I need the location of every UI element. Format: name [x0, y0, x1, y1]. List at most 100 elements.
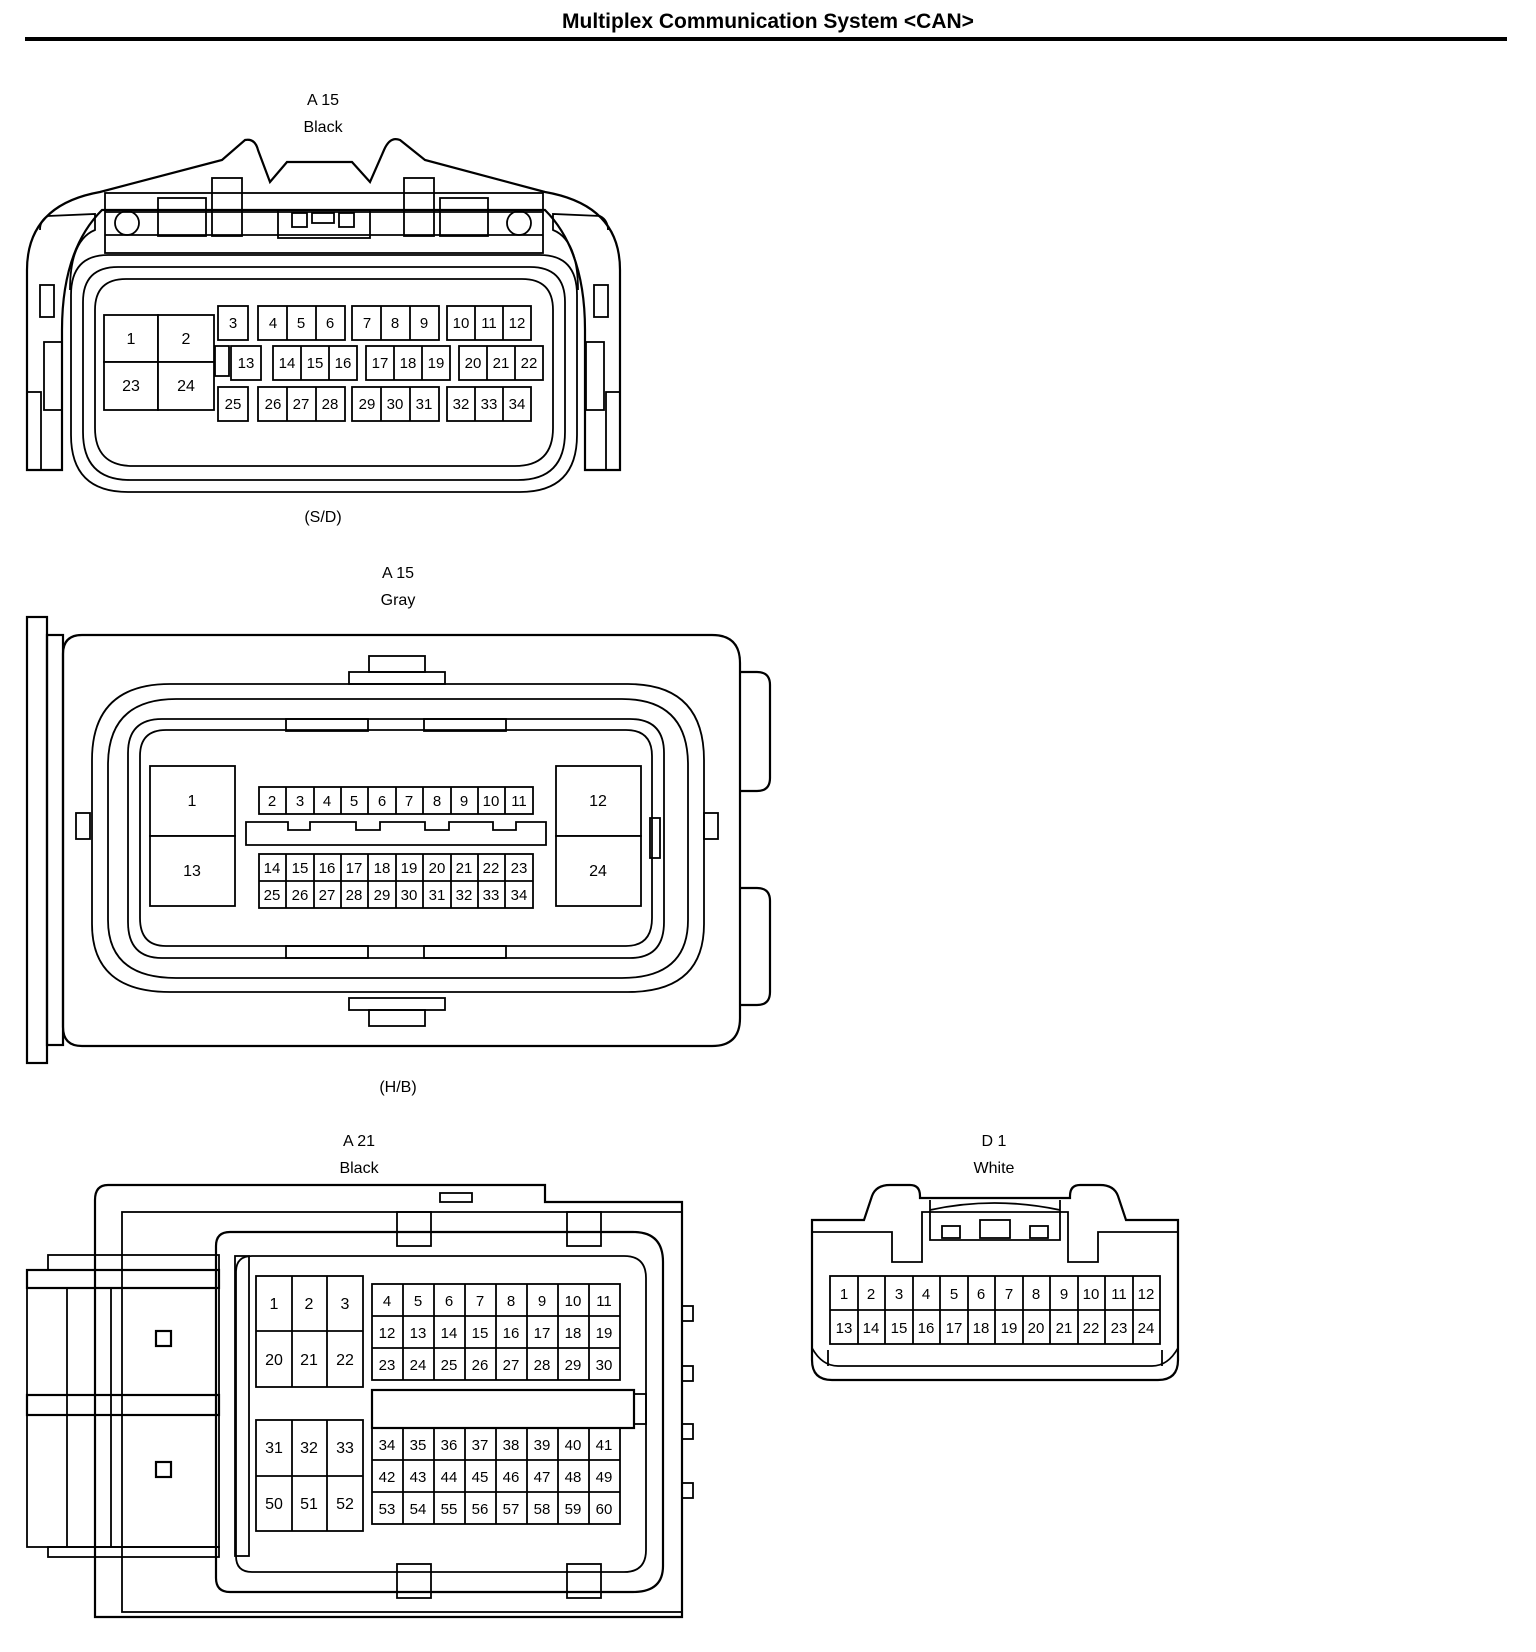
- pin-label: 18: [400, 355, 417, 372]
- pin-label: 44: [441, 1469, 458, 1486]
- pin-label: 24: [177, 378, 195, 395]
- pin-label: 16: [319, 860, 336, 877]
- connector-housing: [810, 1183, 1180, 1382]
- connector-a21-black: A 21 Black: [25, 1133, 694, 1619]
- pin-block: 1 2 3 4 5 6 7 8 9 10 11 12 13 14 15 16 1…: [829, 1275, 1161, 1345]
- pin-label: 30: [596, 1357, 613, 1374]
- connector-color: Black: [303, 119, 343, 136]
- pin-label: 14: [264, 860, 281, 877]
- pin-label: 30: [387, 396, 404, 413]
- pin-label: 47: [534, 1469, 551, 1486]
- pin-label: 4: [269, 315, 277, 332]
- connector-color: Gray: [381, 592, 416, 609]
- pin-label: 16: [918, 1320, 935, 1337]
- pin-label: 46: [503, 1469, 520, 1486]
- pin-label: 19: [596, 1325, 613, 1342]
- pin-label: 35: [410, 1437, 427, 1454]
- pin-label: 29: [359, 396, 376, 413]
- pin-label: 38: [503, 1437, 520, 1454]
- pin-label: 23: [511, 860, 528, 877]
- pin-label: 54: [410, 1501, 427, 1518]
- pin-label: 29: [565, 1357, 582, 1374]
- pin-label: 28: [534, 1357, 551, 1374]
- pin-label: 6: [378, 793, 386, 810]
- pin-label: 11: [511, 793, 527, 810]
- pin-label: 1: [840, 1286, 848, 1303]
- pin-label: 12: [379, 1325, 396, 1342]
- pin-label: 14: [863, 1320, 880, 1337]
- pin-label: 17: [346, 860, 363, 877]
- pin-label: 49: [596, 1469, 613, 1486]
- pin-label: 16: [335, 355, 352, 372]
- pin-label: 11: [1111, 1286, 1127, 1303]
- pin-label: 41: [596, 1437, 613, 1454]
- pin-label: 9: [538, 1293, 546, 1310]
- pin-label: 26: [472, 1357, 489, 1374]
- pin-label: 3: [229, 315, 237, 332]
- pin-label: 25: [225, 396, 242, 413]
- pin-label: 52: [336, 1496, 354, 1513]
- pin-label: 14: [441, 1325, 458, 1342]
- pin-label: 7: [476, 1293, 484, 1310]
- pin-label: 1: [188, 793, 197, 810]
- pin-label: 25: [264, 887, 281, 904]
- pin-label: 5: [414, 1293, 422, 1310]
- pin-label: 13: [238, 355, 255, 372]
- pin-label: 6: [977, 1286, 985, 1303]
- pin-label: 27: [319, 887, 336, 904]
- connector-code: D 1: [982, 1133, 1007, 1150]
- pin-label: 9: [420, 315, 428, 332]
- pin-label: 33: [483, 887, 500, 904]
- pin-label: 22: [1083, 1320, 1100, 1337]
- connector-housing: [25, 138, 622, 493]
- pin-label: 45: [472, 1469, 489, 1486]
- pin-label: 6: [326, 315, 334, 332]
- pin-label: 60: [596, 1501, 613, 1518]
- pin-label: 34: [509, 396, 526, 413]
- pin-label: 3: [341, 1296, 350, 1313]
- pin-label: 10: [483, 793, 500, 810]
- title-rule: [25, 37, 1507, 41]
- connector-color: Black: [339, 1160, 379, 1177]
- pin-label: 11: [481, 315, 497, 332]
- pin-block: 1 13 12 24 2 3 4 5 6 7 8 9 10 11 14 15 1…: [149, 765, 642, 909]
- pin-label: 12: [509, 315, 526, 332]
- pin-label: 5: [950, 1286, 958, 1303]
- pin-label: 13: [836, 1320, 853, 1337]
- pin-label: 48: [565, 1469, 582, 1486]
- pin-label: 20: [265, 1352, 283, 1369]
- pin-label: 1: [270, 1296, 279, 1313]
- pin-label: 30: [401, 887, 418, 904]
- pin-label: 24: [410, 1357, 427, 1374]
- pin-label: 4: [922, 1286, 930, 1303]
- pin-label: 15: [292, 860, 309, 877]
- pin-label: 32: [453, 396, 470, 413]
- pin-label: 2: [305, 1296, 314, 1313]
- pin-label: 3: [296, 793, 304, 810]
- pin-label: 40: [565, 1437, 582, 1454]
- pin-label: 59: [565, 1501, 582, 1518]
- pin-label: 20: [429, 860, 446, 877]
- pin-label: 18: [374, 860, 391, 877]
- pin-label: 18: [973, 1320, 990, 1337]
- pin-label: 19: [401, 860, 418, 877]
- pin-label: 21: [456, 860, 473, 877]
- pin-label: 13: [410, 1325, 427, 1342]
- pin-label: 39: [534, 1437, 551, 1454]
- pin-label: 7: [405, 793, 413, 810]
- pin-label: 34: [379, 1437, 396, 1454]
- connector-d1-white: D 1 White 1: [810, 1133, 1180, 1382]
- pin-label: 34: [511, 887, 528, 904]
- pin-label: 6: [445, 1293, 453, 1310]
- pin-label: 5: [297, 315, 305, 332]
- pin-label: 22: [336, 1352, 354, 1369]
- pin-label: 8: [507, 1293, 515, 1310]
- pin-label: 3: [895, 1286, 903, 1303]
- pin-label: 33: [481, 396, 498, 413]
- pin-label: 1: [127, 331, 136, 348]
- pin-label: 12: [589, 793, 607, 810]
- pin-label: 32: [300, 1440, 318, 1457]
- pin-label: 31: [416, 396, 433, 413]
- pin-label: 8: [433, 793, 441, 810]
- connector-a15-black: A 15 Black (S/D): [25, 92, 622, 526]
